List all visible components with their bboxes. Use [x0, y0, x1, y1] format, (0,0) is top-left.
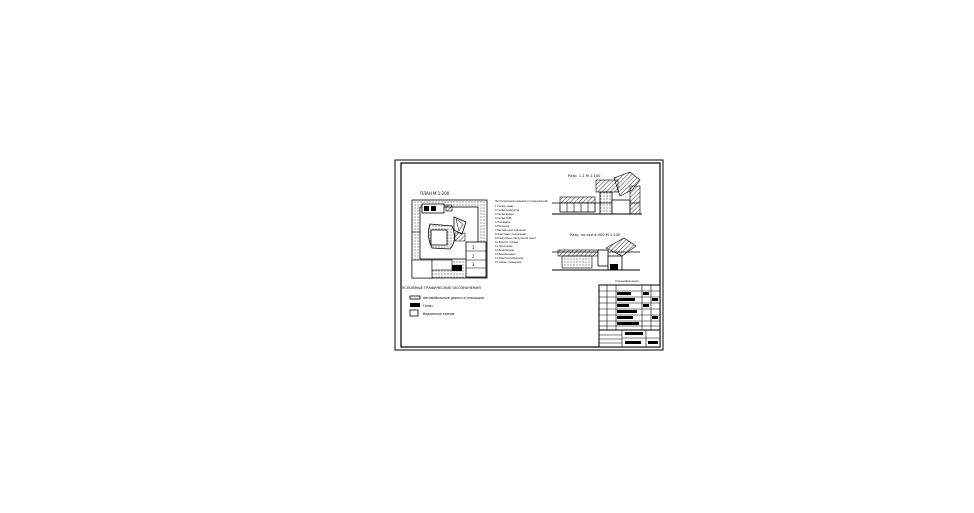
legend-item-label: Газон: [423, 304, 433, 308]
explication-item: 11 Проходная: [495, 245, 513, 248]
legend-title: УСЛОВНЫЕ ГРАФИЧЕСКИЕ ОБОЗНАЧЕНИЯ: [402, 286, 481, 290]
section-1: Разр. 1-1 М 1:100: [552, 171, 642, 215]
legend-swatch-lawn: [410, 303, 420, 307]
specification-table: Спецификация: [598, 279, 661, 348]
section-1-title: Разр. 1-1 М 1:100: [568, 174, 601, 178]
plan-title: ПЛАН М 1:200: [420, 191, 450, 196]
explication-item: 5 Площадка: [495, 221, 511, 224]
explication-item: 4 Склад ГСМ: [495, 217, 511, 220]
explication-item: 10 Ворота, ограда: [495, 241, 519, 244]
explication-item: 12 Водопровод: [495, 249, 514, 252]
explication-item: 3 Склад вредн.: [495, 213, 514, 216]
site-plan: ПЛАН М 1:200 1 2 3 3А: [411, 191, 488, 279]
explication: Экспликация зданий и сооружений 1 Склад,…: [495, 199, 548, 264]
explication-item: 15 Связь, освещение: [495, 261, 522, 264]
section-2: Разр. по оси 4.000 М 1:100: [552, 233, 640, 271]
explication-item: 9 Контрольно-пропускной пункт: [495, 237, 537, 240]
legend-item-label: Автомобильные дороги и площадки: [423, 296, 484, 300]
explication-item: 7 Бассейн для хранения: [495, 229, 526, 232]
legend: УСЛОВНЫЕ ГРАФИЧЕСКИЕ ОБОЗНАЧЕНИЯ Автомоб…: [402, 286, 484, 317]
explication-item: 13 Канализация: [495, 253, 516, 256]
legend-swatch-road: [409, 295, 421, 300]
explication-item: 8 Очистные сооружения: [495, 233, 526, 236]
explication-item: 1 Склад, навес: [495, 205, 514, 208]
legend-item-label: Водоемное здание: [423, 312, 455, 316]
section-2-title: Разр. по оси 4.000 М 1:100: [570, 233, 621, 237]
explication-item: 2 Склад химикатов: [495, 209, 520, 212]
plan-block-label: 3: [472, 262, 475, 267]
plan-block-label: 1: [472, 245, 475, 250]
explication-item: 14 Электроснабжение: [495, 257, 524, 260]
spec-title: Спецификация: [615, 279, 639, 283]
explication-item: 6 Насосная: [495, 225, 510, 228]
explication-title: Экспликация зданий и сооружений: [495, 199, 548, 203]
plan-block-label: 2: [472, 254, 475, 259]
legend-swatch-building: [409, 309, 419, 317]
